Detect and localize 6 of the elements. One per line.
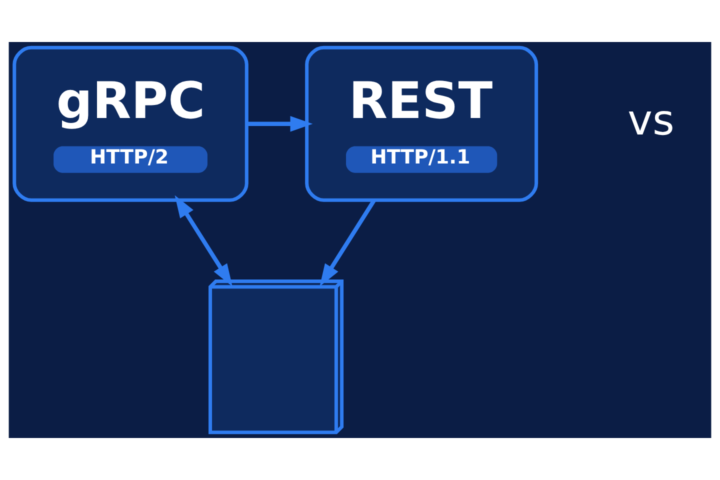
node-box: gRPC HTTP/2 — [12, 46, 248, 202]
arrow — [247, 116, 313, 132]
label: vs — [628, 95, 674, 144]
arrow — [320, 200, 376, 286]
arrow — [174, 195, 232, 286]
node-box: REST HTTP/1.1 — [305, 46, 538, 202]
